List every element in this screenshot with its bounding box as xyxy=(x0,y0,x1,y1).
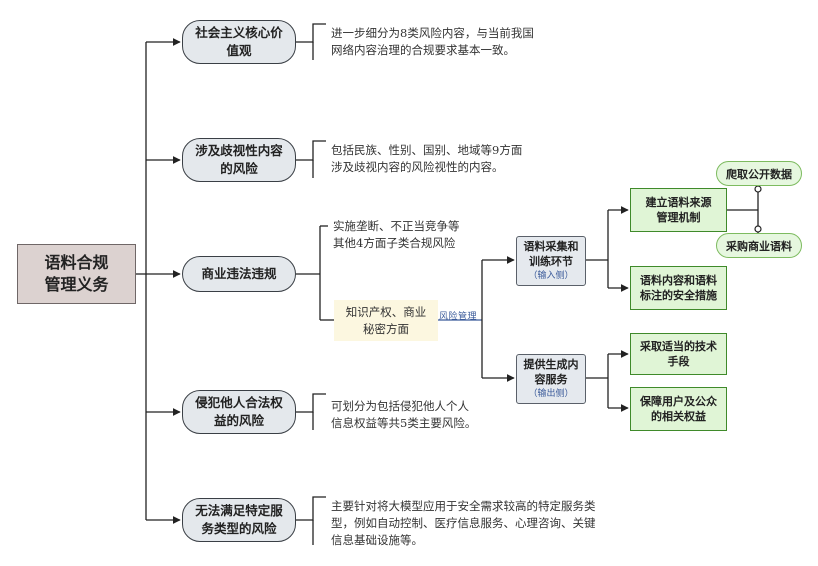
stage-input-title: 语料采集和 训练环节 xyxy=(523,240,579,268)
risk-management-label: 风险管理 xyxy=(439,312,478,322)
desc-core-values: 进一步细分为8类风险内容，与当前我国 网络内容治理的合规要求基本一致。 xyxy=(331,26,534,57)
category-infringement: 侵犯他人合法权 益的风险 xyxy=(182,390,296,434)
root-node: 语料合规 管理义务 xyxy=(17,244,136,304)
measure-source-mechanism: 建立语料来源 管理机制 xyxy=(630,188,727,232)
measure-technical-means: 采取适当的技术 手段 xyxy=(630,333,727,375)
desc-special-service: 主要针对将大模型应用于安全需求较高的特定服务类 型，例如自动控制、医疗信息服务、… xyxy=(331,499,596,547)
category-special-service: 无法满足特定服 务类型的风险 xyxy=(182,498,296,542)
desc-infringement: 可划分为包括侵犯他人个人 信息权益等共5类主要风险。 xyxy=(331,399,477,430)
source-node-top xyxy=(754,185,762,193)
stage-output-side: （输出侧） xyxy=(528,389,574,399)
stage-output: 提供生成内 容服务 （输出侧） xyxy=(516,354,586,404)
desc-discrimination: 包括民族、性别、国别、地域等9方面 涉及歧视内容的风险视性的内容。 xyxy=(331,143,523,174)
measure-annotation-safety: 语料内容和语料 标注的安全措施 xyxy=(630,266,727,310)
ip-trade-secret-box: 知识产权、商业 秘密方面 xyxy=(334,300,438,341)
stage-input-side: （输入侧） xyxy=(528,271,574,281)
category-discrimination: 涉及歧视性内容 的风险 xyxy=(182,138,296,182)
bracket-desc-2 xyxy=(296,140,326,161)
bracket-desc-4 xyxy=(296,393,326,413)
source-node-bottom xyxy=(754,225,762,233)
measure-user-rights: 保障用户及公众 的相关权益 xyxy=(630,387,727,431)
bracket-desc-5 xyxy=(296,496,326,521)
stage-output-title: 提供生成内 容服务 xyxy=(523,358,579,386)
source-buy-commercial: 采购商业语料 xyxy=(716,233,802,258)
source-crawl-public: 爬取公开数据 xyxy=(716,161,802,186)
stage-input: 语料采集和 训练环节 （输入侧） xyxy=(516,236,586,286)
category-commercial: 商业违法违规 xyxy=(182,256,296,292)
bracket-desc-1 xyxy=(296,23,326,43)
category-core-values: 社会主义核心价 值观 xyxy=(182,20,296,64)
desc-commercial: 实施垄断、不正当竞争等 其他4方面子类合规风险 xyxy=(333,219,460,250)
